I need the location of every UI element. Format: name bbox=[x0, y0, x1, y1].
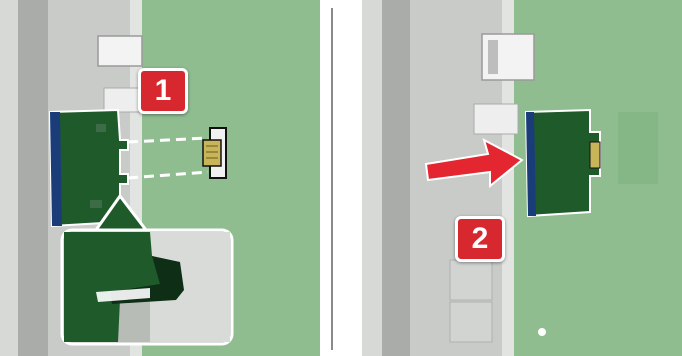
memory-card-icon bbox=[526, 110, 600, 216]
step-1-illustration bbox=[0, 0, 320, 356]
frame-rail-outer bbox=[0, 0, 18, 356]
step-2-badge: 2 bbox=[455, 216, 505, 262]
step-1-badge: 1 bbox=[138, 68, 188, 114]
step-2-illustration bbox=[362, 0, 682, 356]
step-1-panel: 1 bbox=[0, 0, 320, 356]
mid-bracket bbox=[104, 88, 140, 112]
connector-icon bbox=[203, 140, 221, 166]
frame-rail-shadow bbox=[382, 0, 410, 356]
connector-icon bbox=[590, 142, 600, 168]
top-bracket bbox=[98, 36, 142, 66]
mid-bracket bbox=[474, 104, 518, 134]
step-2-panel: 2 bbox=[362, 0, 682, 356]
frame-rail-outer bbox=[362, 0, 382, 356]
panel-divider bbox=[331, 8, 333, 350]
frame-rail-shadow bbox=[18, 0, 48, 356]
